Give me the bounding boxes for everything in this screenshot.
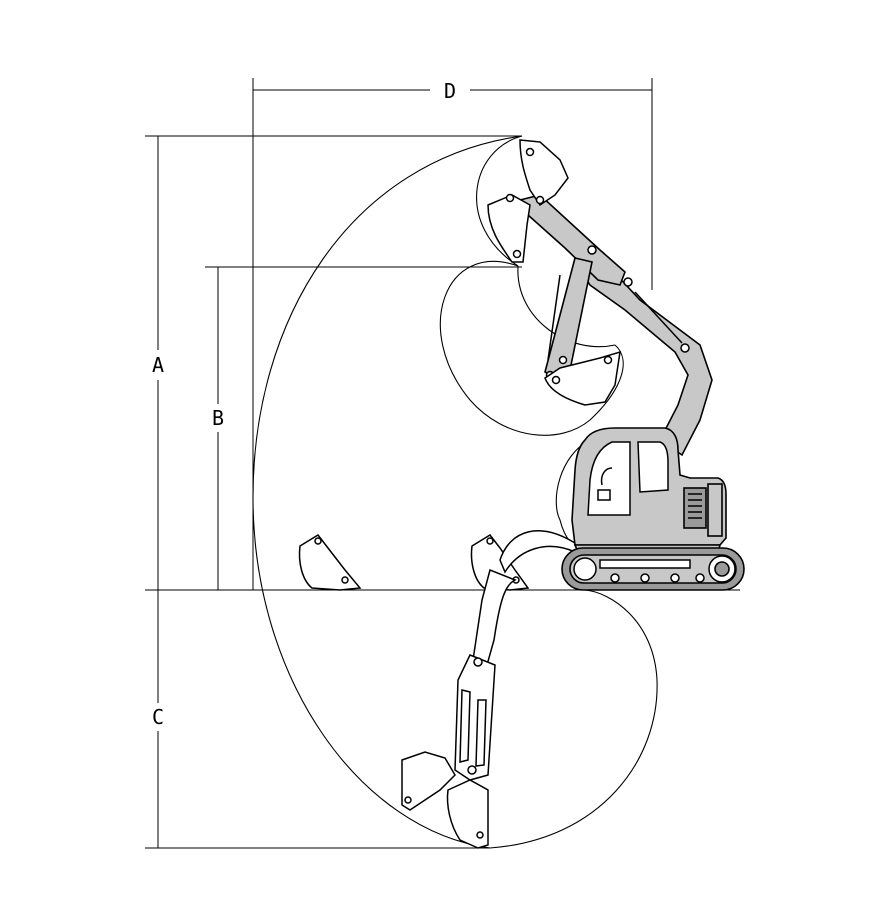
bucket-ground-left <box>298 534 362 591</box>
dimension-c: C <box>145 590 490 849</box>
dimension-a: A <box>145 135 522 590</box>
dimension-b-label: B <box>212 406 224 430</box>
dimension-b: B <box>205 266 522 590</box>
dimension-c-label: C <box>152 705 164 729</box>
working-range-envelope <box>252 135 658 849</box>
dimension-d-label: D <box>444 79 456 103</box>
excavator-cab <box>571 427 727 553</box>
bucket-upper <box>487 193 531 263</box>
dimension-a-label: A <box>152 353 164 377</box>
bucket-mid <box>544 350 621 406</box>
bucket-ground-middle <box>470 534 530 591</box>
bucket-top <box>519 139 569 207</box>
arm-raised <box>518 194 626 380</box>
boom-raised <box>573 254 713 457</box>
excavator-tracks <box>561 547 745 591</box>
arm-digging-depth <box>401 530 579 849</box>
